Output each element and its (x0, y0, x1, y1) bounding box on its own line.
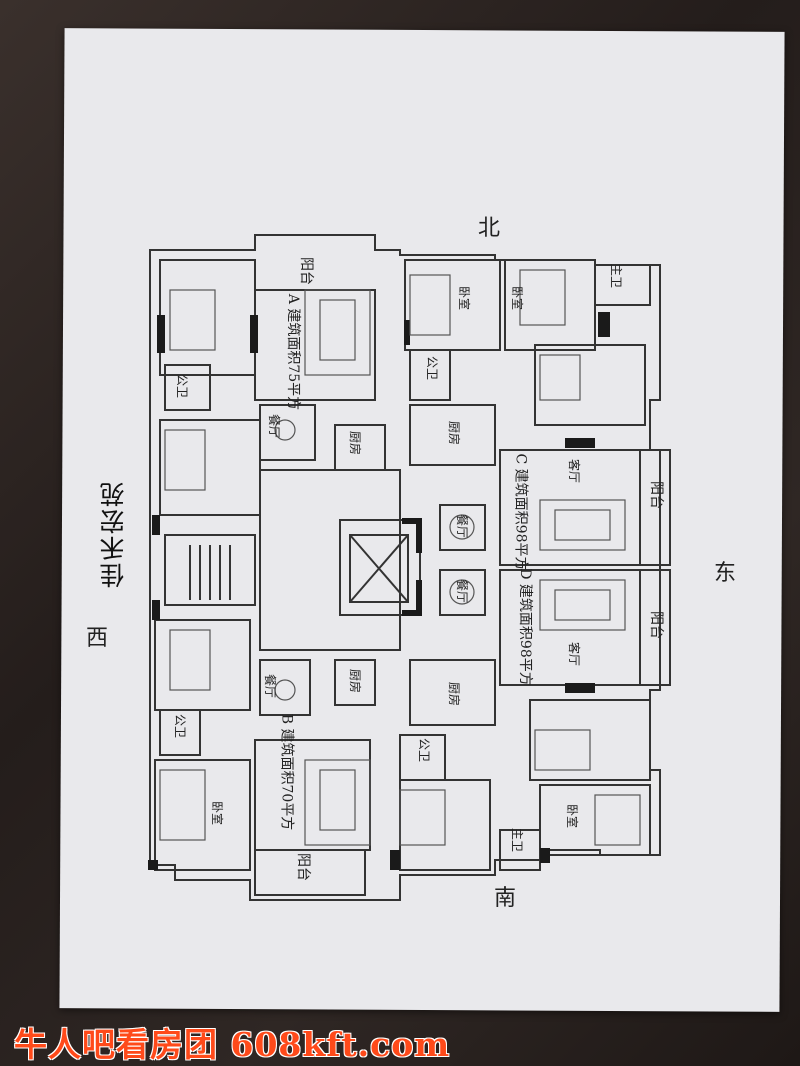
room-balcony-a: 阳台 (298, 257, 314, 285)
east-label: 东 (714, 561, 737, 586)
room-living-c: 客厅 (567, 458, 582, 484)
room-master-bath-d: 主卫 (510, 827, 525, 853)
room-public-bath-c: 公卫 (425, 355, 440, 381)
west-label: 西 (86, 626, 109, 651)
room-bedroom-d: 卧室 (565, 803, 580, 829)
complex-name: 佳禾宏苑 (99, 480, 128, 588)
room-bedroom-b: 卧室 (210, 800, 225, 826)
room-public-bath-d: 公卫 (417, 737, 432, 763)
north-label: 北 (478, 216, 501, 241)
unit-c-area: C 建筑面积98平方 (512, 453, 529, 571)
room-public-bath-a: 公卫 (175, 373, 190, 399)
room-balcony-d: 阳台 (648, 611, 664, 639)
room-kitchen-c: 厨房 (447, 420, 462, 446)
room-balcony-b: 阳台 (295, 853, 311, 881)
watermark-text: 牛人吧看房团 608kft.com (14, 1025, 451, 1064)
room-dining-c: 餐厅 (455, 513, 470, 539)
room-bedroom-c2: 卧室 (510, 285, 525, 311)
room-balcony-c: 阳台 (648, 481, 664, 509)
room-kitchen-a: 厨房 (348, 430, 363, 456)
unit-d-area: D 建筑面积98平方 (516, 568, 533, 686)
room-dining-b: 餐厅 (263, 673, 278, 699)
room-kitchen-b: 厨房 (348, 668, 363, 694)
room-public-bath-b: 公卫 (173, 713, 188, 739)
room-dining-a: 餐厅 (267, 413, 282, 439)
room-bedroom-c1: 卧室 (457, 285, 472, 311)
room-kitchen-d: 厨房 (447, 681, 462, 707)
unit-a-area: A 建筑面积75平方 (285, 293, 302, 411)
room-dining-d: 餐厅 (455, 578, 470, 604)
room-master-bath-c: 主卫 (609, 263, 624, 289)
room-living-d: 客厅 (567, 641, 582, 667)
south-label: 南 (494, 886, 517, 911)
unit-b-area: B 建筑面积70平方 (278, 713, 295, 831)
